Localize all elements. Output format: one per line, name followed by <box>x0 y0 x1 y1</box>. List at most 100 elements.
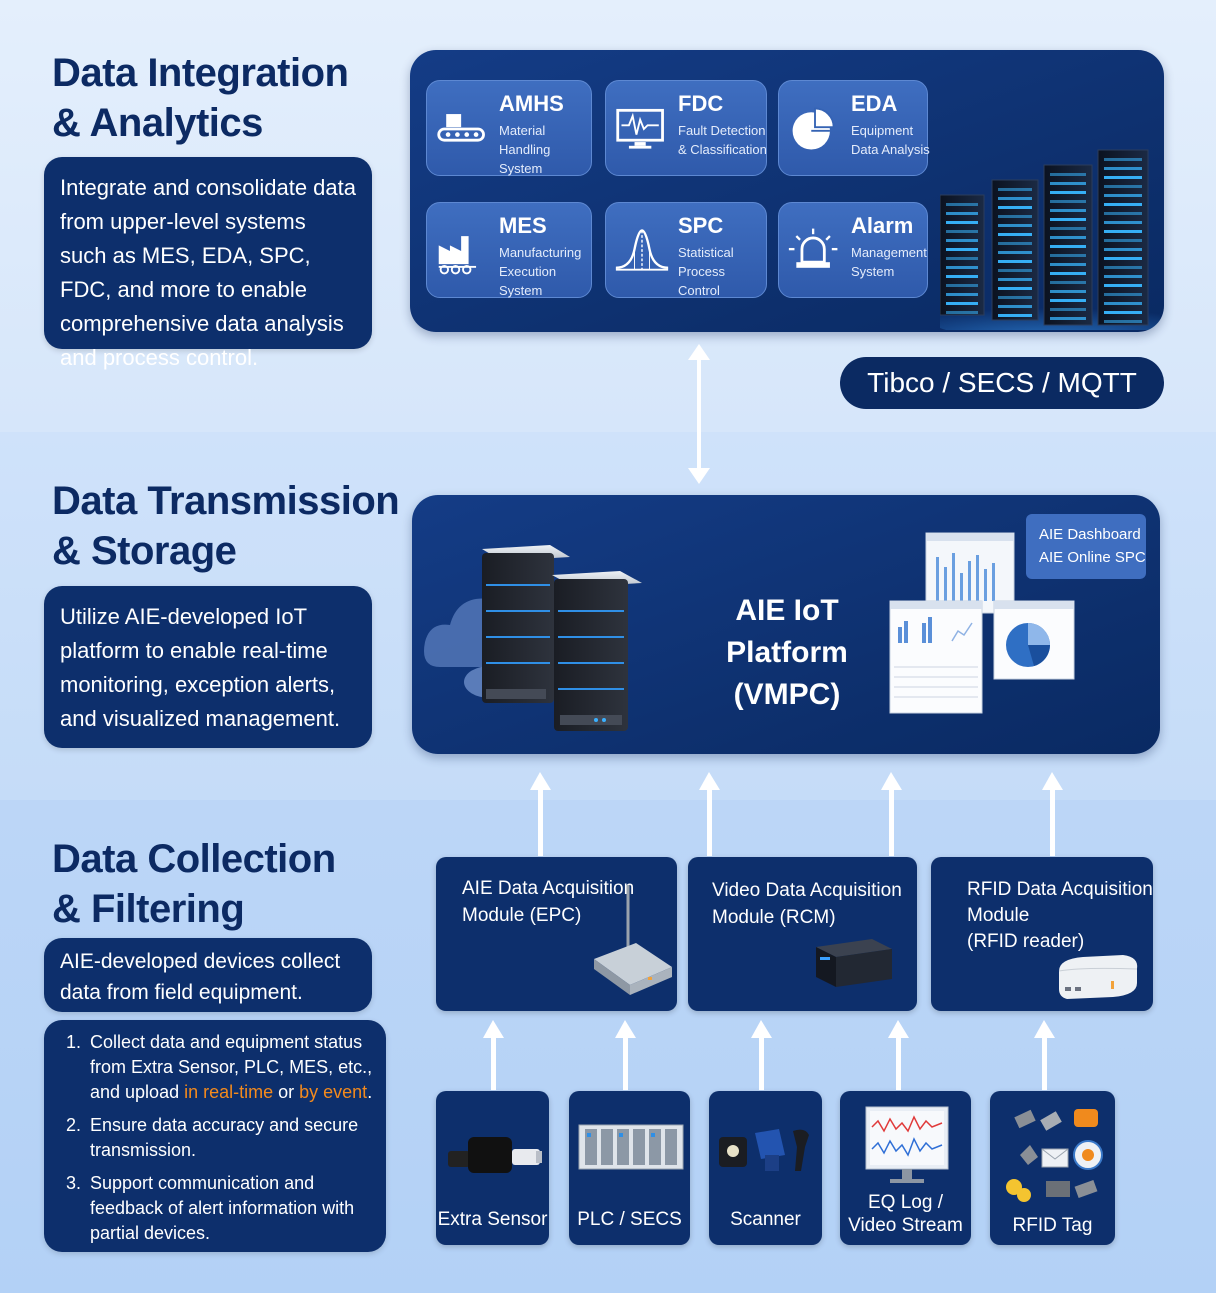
double-arrow-icon <box>688 344 710 484</box>
monitor-waveform-icon <box>614 101 670 157</box>
epc-device-icon <box>594 885 672 995</box>
step-number: 2. <box>66 1115 82 1135</box>
title-line: Data Transmission <box>52 479 400 523</box>
plc-icon <box>578 1124 684 1170</box>
module-label-line: Module <box>967 905 1030 926</box>
server-racks-illustration <box>940 149 1160 330</box>
dashboard-label: AIE Dashboard AIE Online SPC <box>1026 514 1146 579</box>
collection-description: AIE-developed devices collect data from … <box>44 938 372 1012</box>
step-text: or <box>273 1082 300 1102</box>
step-text: Support communication and feedback of al… <box>90 1173 355 1243</box>
alarm-light-icon <box>787 223 843 279</box>
section-title-transmission: Data Transmission & Storage <box>52 476 400 576</box>
device-label-line: Scanner <box>730 1209 801 1230</box>
upper-systems-panel: AMHS Material Handling System FDC Fault Det… <box>410 50 1164 332</box>
module-label-line: Module (RCM) <box>712 907 836 928</box>
collection-steps: 1. Collect data and equipment status from… <box>44 1020 386 1252</box>
up-arrow-icon <box>530 772 551 856</box>
highlight-text: in real-time <box>184 1082 274 1102</box>
system-name: Alarm <box>851 213 914 238</box>
bell-curve-icon <box>614 223 670 279</box>
module-rfid-reader: RFID Data Acquisition Module (RFID reade… <box>931 857 1153 1011</box>
module-rcm: Video Data Acquisition Module (RCM) <box>688 857 917 1011</box>
up-arrow-icon <box>483 1020 504 1090</box>
step-item: 2. Ensure data accuracy and secure transm… <box>52 1113 374 1163</box>
module-label-line: AIE Data Acquisition <box>462 878 635 899</box>
system-name: EDA <box>851 91 898 116</box>
system-subtitle: Equipment Data Analysis <box>851 123 930 157</box>
step-number: 3. <box>66 1173 82 1193</box>
title-line: & Analytics <box>52 101 263 145</box>
up-arrow-icon <box>699 772 720 856</box>
scanner-icon <box>719 1129 809 1171</box>
device-plc-secs: PLC / SECS <box>569 1091 690 1245</box>
device-eq-log: EQ Log / Video Stream <box>840 1091 971 1245</box>
system-name: AMHS <box>499 91 564 116</box>
module-label-line: Video Data Acquisition <box>712 880 902 901</box>
device-label: Extra Sensor <box>436 1208 549 1231</box>
up-arrow-icon <box>881 772 902 856</box>
device-scanner: Scanner <box>709 1091 822 1245</box>
analytics-description: Integrate and consolidate data from uppe… <box>44 157 372 370</box>
module-label-line: Module (EPC) <box>462 905 582 926</box>
module-label-line: (RFID reader) <box>967 931 1085 952</box>
rcm-device-icon <box>816 939 892 987</box>
device-label: Scanner <box>709 1208 822 1231</box>
system-name: MES <box>499 213 547 238</box>
title-line: & Filtering <box>52 887 245 931</box>
system-tile-eda: EDA Equipment Data Analysis <box>778 80 930 176</box>
system-subtitle: Statistical Process Control <box>678 245 734 298</box>
device-label-line: EQ Log / <box>868 1192 943 1213</box>
step-text: Collect data and equipment status from E… <box>90 1032 373 1102</box>
system-tile-fdc: FDC Fault Detection & Classification <box>605 80 767 176</box>
system-tile-amhs: AMHS Material Handling System <box>426 80 592 176</box>
rfid-tags-icon <box>1006 1109 1103 1202</box>
title-line: & Storage <box>52 529 237 573</box>
protocol-badge: Tibco / SECS / MQTT <box>840 357 1164 409</box>
step-text: Ensure data accuracy and secure transmis… <box>90 1115 359 1160</box>
step-item: 3. Support communication and feedback of … <box>52 1171 374 1246</box>
device-extra-sensor: Extra Sensor <box>436 1091 549 1245</box>
platform-title: AIE IoT Platform (VMPC) <box>682 590 892 716</box>
device-rfid-tag: RFID Tag <box>990 1091 1115 1245</box>
step-item: 1. Collect data and equipment status from… <box>52 1030 374 1105</box>
highlight-text: by event <box>299 1082 368 1102</box>
device-label: EQ Log / Video Stream <box>840 1191 971 1237</box>
up-arrow-icon <box>751 1020 772 1090</box>
device-label-line: PLC / SECS <box>577 1209 682 1230</box>
platform-title-line1: AIE IoT Platform <box>726 594 848 669</box>
monitor-waveform-icon <box>865 1106 949 1183</box>
section-title-collection: Data Collection & Filtering <box>52 834 336 934</box>
dashboard-label-line2: AIE Online SPC <box>1039 549 1146 566</box>
steps-list: 1. Collect data and equipment status from… <box>52 1030 374 1246</box>
rfid-reader-icon <box>1058 955 1138 999</box>
system-name: FDC <box>678 91 724 116</box>
system-subtitle: Material Handling System <box>499 123 551 176</box>
system-subtitle: Management System <box>851 245 927 279</box>
up-arrow-icon <box>1034 1020 1055 1090</box>
dashboard-label-line1: AIE Dashboard <box>1039 526 1141 543</box>
device-label-line: RFID Tag <box>1012 1215 1093 1236</box>
device-label-line: Video Stream <box>848 1215 963 1236</box>
device-label-line: Extra Sensor <box>437 1209 548 1230</box>
factory-icon <box>435 223 491 279</box>
iot-platform-panel: AIE IoT Platform (VMPC) AIE Dashboard AI… <box>412 495 1160 754</box>
up-arrow-icon <box>1042 772 1063 856</box>
step-text: . <box>367 1082 373 1102</box>
transmission-description: Utilize AIE-developed IoT platform to en… <box>44 586 372 748</box>
device-label: RFID Tag <box>990 1214 1115 1237</box>
title-line: Data Collection <box>52 837 336 881</box>
step-number: 1. <box>66 1032 82 1052</box>
title-line: Data Integration <box>52 51 349 95</box>
pie-chart-icon <box>787 101 843 157</box>
device-label: PLC / SECS <box>569 1208 690 1231</box>
conveyor-icon <box>435 101 491 157</box>
dashboard-screens-illustration <box>889 532 1075 714</box>
up-arrow-icon <box>615 1020 636 1090</box>
module-epc: AIE Data Acquisition Module (EPC) <box>436 857 677 1011</box>
up-arrow-icon <box>888 1020 909 1090</box>
system-subtitle: Fault Detection & Classification <box>678 123 767 157</box>
